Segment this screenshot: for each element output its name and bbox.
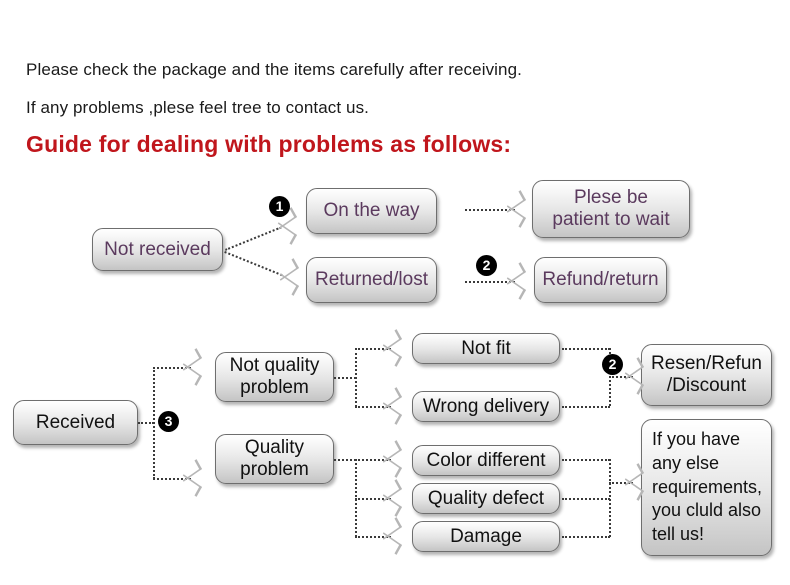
node-wrong-delivery[interactable]: Wrong delivery [412,391,560,422]
connector-notquality-to-wrongdelivery [355,406,391,408]
connector-notquality-trunk [355,348,357,407]
node-quality-problem-line2: problem [240,459,309,480]
node-resend-refund-discount-line1: Resen/Refun [651,353,762,375]
marker-2-lower: 2 [602,354,623,375]
node-on-the-way[interactable]: On the way [306,188,437,234]
marker-1: 1 [269,196,290,217]
connector-notquality-stub [334,377,356,379]
node-contact-note-line2: any else [652,452,720,473]
connector-quality-stub [334,459,356,461]
node-contact-note-line3: requirements, [652,476,763,497]
connector-merge-to-resolution [609,376,633,378]
node-resend-refund-discount-line2: /Discount [666,375,747,396]
node-please-be-patient-line1: Plese be [574,187,648,209]
page-title: Guide for dealing with problems as follo… [26,131,512,157]
connector-wrongdelivery-merge [562,406,610,408]
intro-line-1: Please check the package and the items c… [26,60,522,79]
node-not-quality-problem-line1: Not quality [229,355,320,377]
node-not-quality-problem[interactable]: Not quality problem [215,352,334,402]
intro-line-2: If any problems ,plese feel tree to cont… [26,98,369,117]
node-refund-return[interactable]: Refund/return [534,257,667,303]
node-not-quality-problem-line2: problem [240,377,309,398]
connector-notfit-merge [562,348,610,350]
node-contact-note-line1: If you have [652,428,741,449]
node-please-be-patient[interactable]: Plese be patient to wait [532,180,690,238]
marker-3: 3 [158,411,179,432]
connector-ontheway-to-wait [465,209,515,211]
node-color-different[interactable]: Color different [412,445,560,476]
node-quality-defect[interactable]: Quality defect [412,483,560,514]
node-not-fit[interactable]: Not fit [412,333,560,364]
connector-notreceived-to-returnedlost [224,251,283,277]
connector-notquality-to-notfit [355,348,391,350]
node-not-received[interactable]: Not received [92,228,223,271]
connector-quality-to-qualitydefect [355,498,391,500]
connector-received-stub [138,422,154,424]
connector-received-trunk [153,367,155,479]
connector-merge-trunk-lower [609,459,611,537]
connector-trunk-to-quality [153,478,191,480]
node-resend-refund-discount[interactable]: Resen/Refun /Discount [641,344,772,406]
connector-qualitydefect-merge [562,498,610,500]
connector-quality-to-damage [355,536,391,538]
marker-2: 2 [476,255,497,276]
connector-quality-to-colordifferent [355,459,391,461]
node-received[interactable]: Received [13,400,138,445]
node-quality-problem-line1: Quality [244,437,305,459]
node-quality-problem[interactable]: Quality problem [215,434,334,484]
connector-merge-to-note [609,482,633,484]
node-damage[interactable]: Damage [412,521,560,552]
node-please-be-patient-line2: patient to wait [552,209,670,230]
node-contact-note-line5: tell us! [652,524,705,545]
connector-colordifferent-merge [562,459,610,461]
node-contact-note[interactable]: If you have any else requirements, you c… [641,419,772,556]
connector-damage-merge [562,536,610,538]
connector-trunk-to-notquality [153,367,191,369]
node-returned-lost[interactable]: Returned/lost [306,257,437,303]
node-contact-note-line4: you cluld also [652,500,762,521]
connector-returnedlost-to-refund [465,281,515,283]
